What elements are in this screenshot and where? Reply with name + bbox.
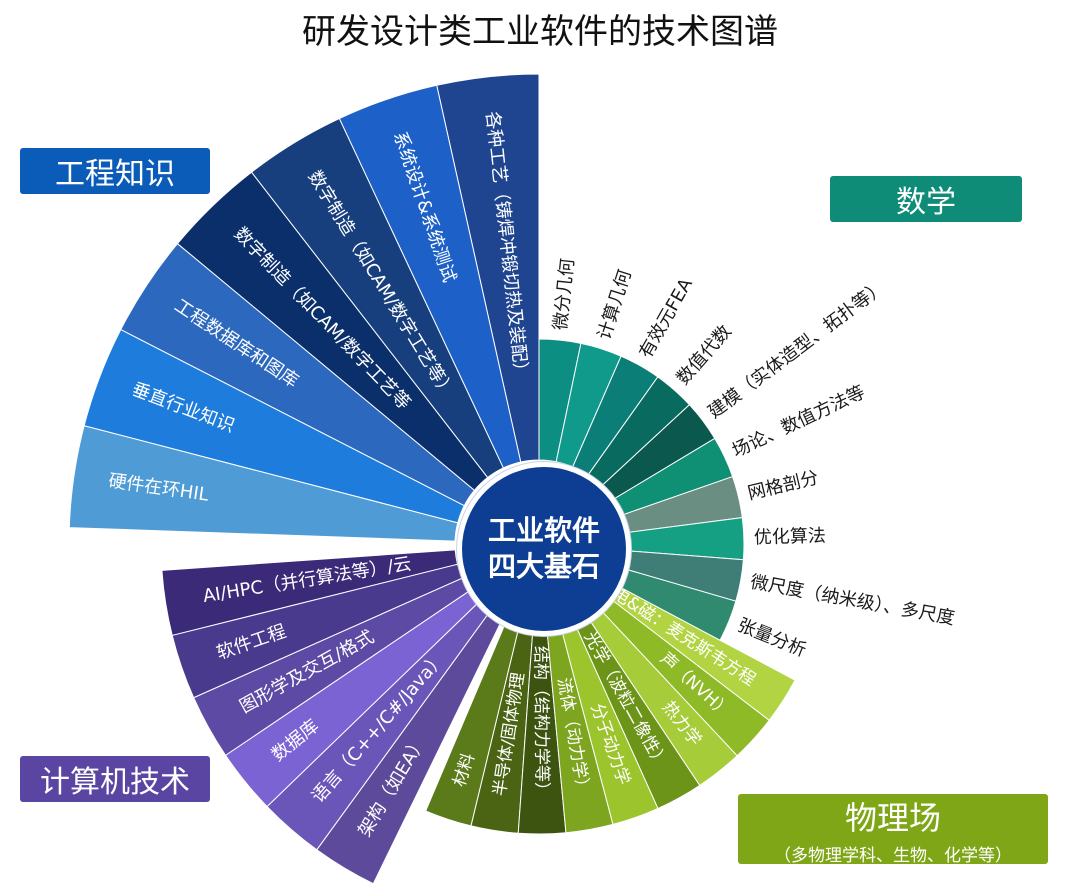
engineering-knowledge-badge: 工程知识: [20, 148, 210, 194]
math-segment-label: 计算几何: [594, 267, 636, 342]
center-line-1: 工业软件: [487, 514, 600, 547]
physics-badge-label: 物理场: [844, 798, 941, 837]
math-badge: 数学: [830, 176, 1022, 222]
center-line-2: 四大基石: [487, 550, 600, 583]
physics-badge: 物理场 （多物理学科、生物、化学等）: [738, 794, 1048, 866]
math-segment-label: 微分几何: [550, 257, 578, 331]
math-segment-label: 有效元FEA: [635, 274, 697, 362]
math-segment-label: 网格剖分: [746, 467, 821, 504]
diagram-title: 研发设计类工业软件的技术图谱: [302, 12, 778, 52]
physics-segment-label: 结构（结构力学等）: [530, 646, 552, 799]
math-segment-label: 数值代数: [673, 321, 736, 389]
math-segment-label: 微尺度（纳米级）、多尺度: [749, 572, 956, 630]
math-segment-label: 优化算法: [754, 525, 827, 548]
center-hub: 工业软件 四大基石: [457, 462, 631, 636]
computing-badge: 计算机技术: [20, 756, 210, 802]
engineering-segment: [68, 425, 459, 542]
physics-badge-sublabel: （多物理学科、生物、化学等）: [774, 845, 1012, 866]
